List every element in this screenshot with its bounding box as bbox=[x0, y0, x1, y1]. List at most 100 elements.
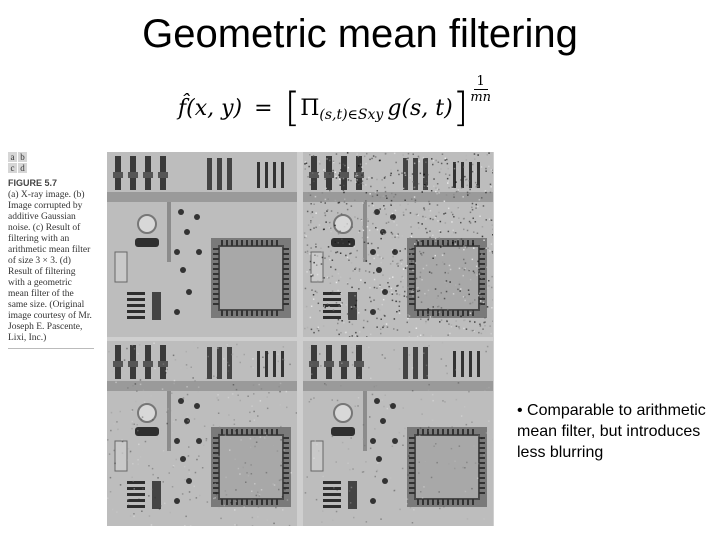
noise-speck bbox=[207, 355, 209, 358]
noise-speck bbox=[218, 455, 220, 458]
noise-speck bbox=[329, 258, 331, 261]
noise-speck bbox=[466, 193, 469, 195]
noise-speck bbox=[444, 212, 447, 214]
chip-lead bbox=[283, 437, 289, 439]
noise-speck bbox=[424, 292, 426, 295]
noise-speck bbox=[382, 298, 385, 301]
pin bbox=[273, 162, 276, 188]
noise-speck bbox=[346, 282, 349, 284]
chip-lead bbox=[479, 452, 485, 454]
noise-speck bbox=[321, 278, 324, 281]
chip-lead bbox=[409, 457, 415, 459]
chip-lead bbox=[467, 499, 469, 505]
noise-speck bbox=[413, 162, 416, 165]
noise-speck bbox=[131, 420, 133, 423]
pin-pad bbox=[113, 361, 123, 367]
noise-speck bbox=[442, 400, 444, 402]
noise-speck bbox=[422, 267, 425, 270]
noise-speck bbox=[448, 264, 451, 267]
noise-speck bbox=[393, 489, 395, 492]
noise-speck bbox=[430, 476, 433, 479]
noise-speck bbox=[328, 220, 331, 223]
noise-speck bbox=[402, 407, 404, 409]
noise-speck bbox=[490, 243, 493, 245]
formula-term: g(s, t) bbox=[387, 95, 453, 121]
noise-speck bbox=[440, 358, 443, 360]
noise-speck bbox=[481, 251, 483, 254]
noise-speck bbox=[468, 268, 471, 271]
noise-speck bbox=[360, 279, 362, 281]
noise-speck bbox=[351, 307, 353, 310]
noise-speck bbox=[341, 362, 343, 364]
noise-speck bbox=[393, 349, 395, 351]
noise-speck bbox=[408, 455, 410, 457]
noise-speck bbox=[379, 285, 381, 287]
noise-speck bbox=[481, 253, 483, 256]
noise-speck bbox=[428, 426, 430, 428]
noise-speck bbox=[186, 393, 189, 396]
noise-speck bbox=[465, 246, 468, 249]
noise-speck bbox=[453, 196, 455, 198]
noise-speck bbox=[381, 399, 383, 401]
noise-speck bbox=[488, 386, 490, 389]
noise-speck bbox=[396, 234, 398, 237]
noise-speck bbox=[283, 449, 285, 451]
noise-speck bbox=[342, 177, 345, 180]
noise-speck bbox=[486, 154, 488, 156]
noise-speck bbox=[383, 325, 385, 327]
noise-speck bbox=[468, 180, 471, 182]
noise-speck bbox=[281, 461, 284, 463]
noise-speck bbox=[356, 179, 358, 181]
noise-speck bbox=[132, 463, 134, 465]
noise-speck bbox=[366, 218, 369, 220]
noise-speck bbox=[467, 194, 469, 196]
noise-speck bbox=[435, 187, 437, 189]
noise-speck bbox=[490, 218, 492, 221]
noise-speck bbox=[310, 247, 312, 249]
exponent-denominator: mn bbox=[470, 90, 492, 105]
noise-speck bbox=[347, 448, 350, 450]
noise-speck bbox=[172, 420, 175, 423]
noise-speck bbox=[484, 325, 486, 327]
chip-lead bbox=[231, 310, 233, 316]
noise-speck bbox=[414, 199, 417, 201]
noise-speck bbox=[153, 342, 155, 344]
noise-speck bbox=[365, 184, 367, 186]
noise-speck bbox=[397, 233, 399, 235]
noise-speck bbox=[455, 181, 457, 183]
noise-speck bbox=[471, 258, 474, 261]
noise-speck bbox=[425, 218, 427, 220]
noise-speck bbox=[190, 366, 192, 368]
noise-speck bbox=[429, 316, 432, 318]
noise-speck bbox=[346, 223, 348, 225]
noise-speck bbox=[306, 271, 308, 273]
component bbox=[114, 251, 128, 283]
noise-speck bbox=[258, 494, 261, 496]
noise-speck bbox=[457, 189, 460, 191]
pin bbox=[323, 505, 341, 508]
noise-speck bbox=[386, 407, 389, 410]
noise-speck bbox=[212, 424, 215, 426]
noise-speck bbox=[323, 169, 325, 171]
noise-speck bbox=[343, 226, 346, 228]
noise-speck bbox=[310, 212, 312, 215]
noise-speck bbox=[466, 178, 468, 181]
noise-speck bbox=[383, 289, 386, 292]
noise-speck bbox=[462, 296, 465, 298]
chip-lead bbox=[241, 499, 243, 505]
noise-speck bbox=[462, 466, 464, 469]
noise-speck bbox=[280, 425, 282, 428]
noise-speck bbox=[233, 422, 235, 425]
noise-speck bbox=[366, 351, 369, 354]
noise-speck bbox=[423, 187, 425, 190]
noise-speck bbox=[396, 329, 399, 331]
noise-speck bbox=[482, 205, 485, 207]
noise-speck bbox=[124, 372, 126, 374]
noise-speck bbox=[381, 354, 384, 356]
noise-speck bbox=[376, 469, 379, 471]
pin bbox=[127, 292, 145, 295]
chip-lead bbox=[283, 288, 289, 290]
noise-speck bbox=[393, 328, 395, 330]
noise-speck bbox=[473, 330, 475, 332]
noise-speck bbox=[457, 207, 459, 209]
